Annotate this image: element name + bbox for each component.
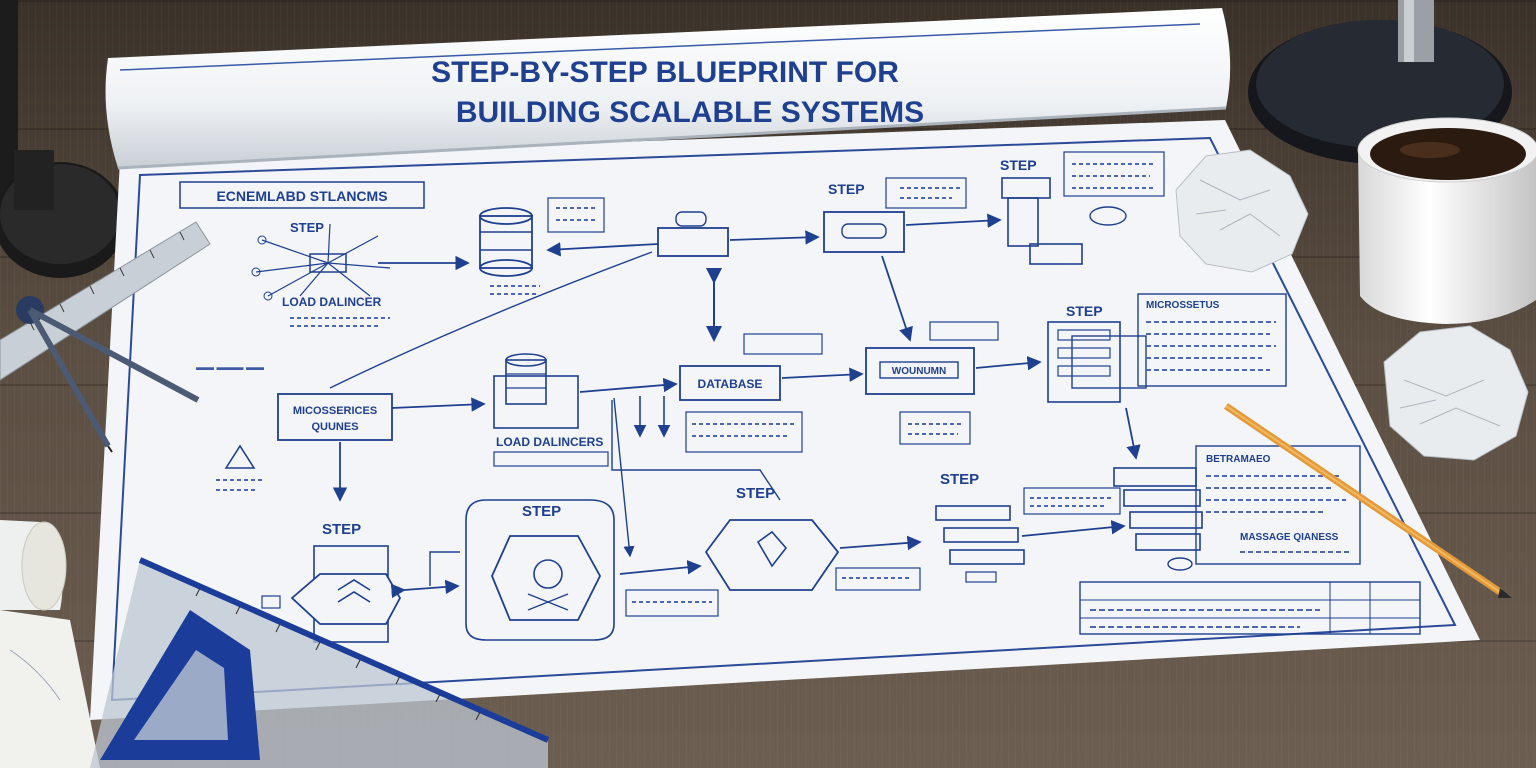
pencil-icon — [1224, 403, 1512, 598]
title-block-table — [1079, 581, 1421, 635]
step-right-middle: STEP — [1047, 303, 1147, 460]
svg-text:QUUNES: QUUNES — [311, 421, 358, 433]
network-hub-icon — [251, 223, 391, 301]
step-top-two: STEP — [823, 177, 1002, 342]
blueprint-sheet — [90, 120, 1480, 720]
svg-text:BETRAMAEO: BETRAMAEO — [1206, 454, 1271, 465]
svg-text:LOAD DALINCER: LOAD DALINCER — [282, 295, 382, 309]
step-bottom-center: STEP — [704, 485, 922, 591]
desk-lamp-left-icon — [0, 0, 126, 278]
step-monitor: WOUNUMN — [865, 321, 1042, 445]
microservices-notes: MICROSSETUS — [1137, 293, 1287, 387]
svg-text:DATABASE: DATABASE — [698, 377, 763, 391]
svg-text:STEP: STEP — [736, 485, 775, 502]
crumpled-paper-icon — [1175, 149, 1529, 461]
blueprint-title-line2: BUILDING SCALABLE SYSTEMS — [456, 96, 924, 129]
svg-text:STEP: STEP — [828, 181, 865, 197]
step-right-stack — [1113, 467, 1203, 571]
section-header: ECNEMLABD STLANCMS — [179, 181, 425, 209]
svg-text:ECNEMLABD STLANCMS: ECNEMLABD STLANCMS — [216, 188, 387, 204]
svg-text:STEP: STEP — [1000, 157, 1037, 173]
svg-text:MICROSSETUS: MICROSSETUS — [1146, 300, 1220, 311]
svg-text:STEP: STEP — [1066, 303, 1103, 319]
step-top-right: STEP — [1000, 151, 1165, 265]
step-bottom-left: STEP — [261, 521, 460, 643]
blueprint-title-line1: STEP-BY-STEP BLUEPRINT FOR — [431, 56, 899, 89]
database-icon — [479, 207, 540, 295]
step-bottom-center-left: STEP — [465, 499, 719, 641]
ruler-icon — [0, 221, 211, 381]
step-load-balancer: STEP LOAD DALINCER — [251, 220, 470, 327]
step-bottom-right: STEP — [935, 471, 1126, 583]
requirements-notes: BETRAMAEO MASSAGE QIANESS — [1195, 445, 1361, 565]
svg-text:MASSAGE QIANESS: MASSAGE QIANESS — [1240, 532, 1339, 543]
step-database: DATABASE — [613, 333, 864, 558]
svg-text:WOUNUMN: WOUNUMN — [892, 366, 946, 377]
coffee-mug-icon — [1357, 117, 1536, 324]
paper-roll-left-icon — [0, 520, 100, 768]
svg-text:STEP: STEP — [940, 471, 979, 488]
compass-icon — [16, 296, 200, 453]
step-top-middle — [546, 211, 820, 257]
blueprint-roll — [105, 8, 1231, 170]
svg-text:STEP: STEP — [290, 220, 324, 235]
step-load-balancers: LOAD DALINCERS — [493, 353, 678, 467]
svg-text:▬▬ ▬▬▬ ▬▬: ▬▬ ▬▬▬ ▬▬ — [196, 362, 264, 372]
step-microservices: ▬▬ ▬▬▬ ▬▬ MICOSSERICES QUUNES — [196, 251, 653, 502]
svg-text:MICOSSERICES: MICOSSERICES — [293, 405, 377, 417]
annotation-lines — [216, 163, 1156, 603]
svg-text:STEP: STEP — [322, 521, 361, 538]
triangle-ruler-icon — [90, 557, 550, 768]
svg-text:LOAD DALINCERS: LOAD DALINCERS — [496, 435, 603, 449]
svg-text:STEP: STEP — [522, 503, 561, 520]
